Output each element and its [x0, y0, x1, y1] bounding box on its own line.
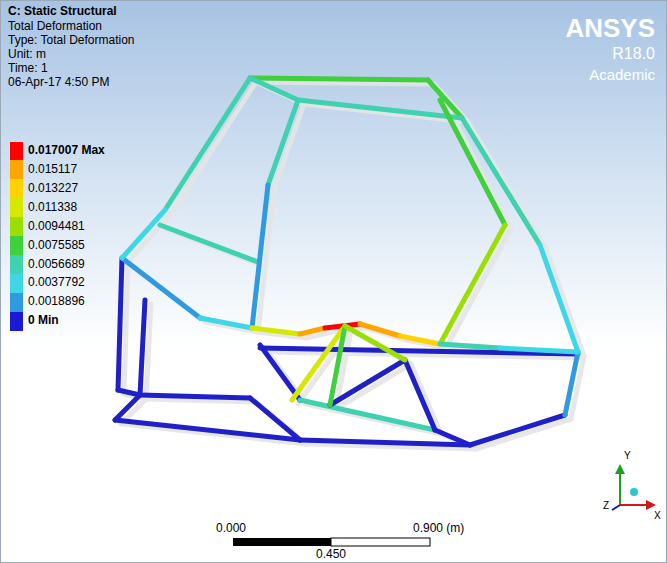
legend-swatch	[10, 293, 23, 312]
legend-value: 0.0018896	[28, 295, 85, 309]
legend-value: 0.015117	[28, 163, 77, 177]
scale-value: 0.000	[216, 522, 246, 536]
axis-label: X	[654, 510, 661, 522]
analysis-title: C: Static Structural	[8, 5, 117, 19]
axis-label: Y	[624, 450, 631, 462]
legend-swatch	[10, 160, 23, 179]
result-label: Unit: m	[8, 48, 46, 62]
brand-logo: ANSYS	[565, 14, 655, 44]
legend-value: 0.0075585	[28, 239, 85, 253]
axis-label: Z	[603, 500, 609, 512]
legend-swatch	[10, 236, 23, 255]
legend-swatch	[10, 312, 23, 331]
legend-value: 0.013227	[28, 182, 78, 196]
legend-swatch	[10, 274, 23, 293]
result-label: Total Deformation	[8, 20, 102, 34]
legend-swatch	[10, 142, 23, 161]
version-label: R18.0	[612, 45, 655, 63]
roll-cage	[115, 78, 578, 445]
legend-value: 0.011338	[28, 201, 77, 215]
result-label: Type: Total Deformation	[8, 34, 135, 48]
legend-value: 0.0037792	[28, 276, 85, 290]
scale-value: 0.900 (m)	[413, 522, 464, 536]
legend-value: 0.0056689	[28, 258, 85, 272]
legend-value: 0.017007 Max	[28, 144, 105, 158]
result-label: 06-Apr-17 4:50 PM	[8, 76, 109, 90]
legend-swatch	[10, 255, 23, 274]
legend-value: 0.0094481	[28, 220, 85, 234]
axis-triad	[612, 464, 656, 510]
legend-swatch	[10, 217, 23, 236]
scale-value: 0.450	[316, 548, 346, 562]
scale-bar	[233, 538, 331, 546]
result-label: Time: 1	[8, 62, 48, 76]
scale-bar	[331, 538, 430, 546]
license-label: Academic	[589, 66, 655, 83]
legend-swatch	[10, 198, 23, 217]
legend-swatch	[10, 179, 23, 198]
undeformed-shadow	[121, 82, 584, 449]
legend-value: 0 Min	[28, 314, 59, 328]
